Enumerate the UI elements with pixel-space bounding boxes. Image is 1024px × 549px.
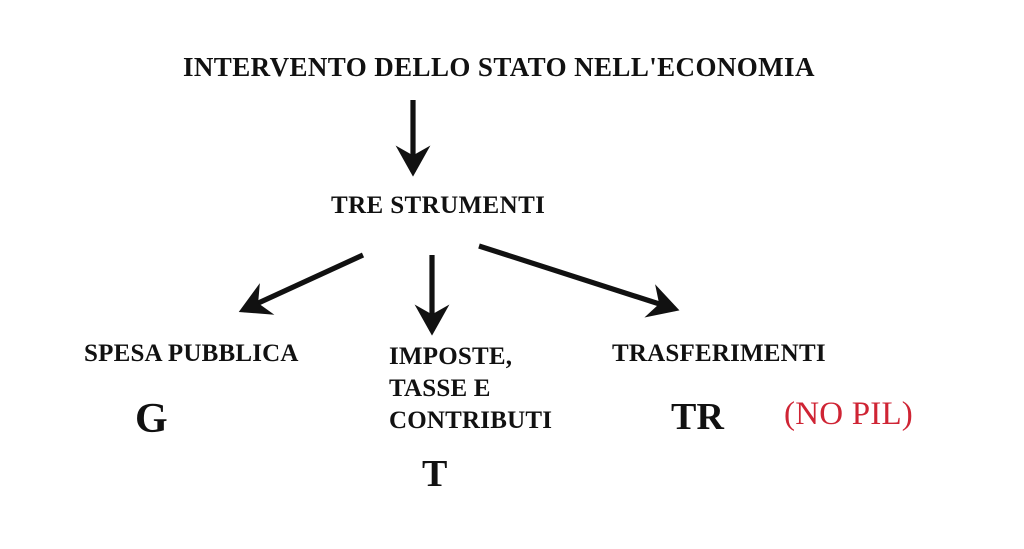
branch-label-imposte-tasse-contributi: IMPOSTE, TASSE E CONTRIBUTI xyxy=(389,343,553,434)
branch-symbol-trasferimenti: TR xyxy=(671,396,725,438)
branch-symbol-imposte-tasse-contributi: T xyxy=(422,453,448,495)
diagram-subtitle: TRE STRUMENTI xyxy=(331,192,546,219)
note-no-pil: (NO PIL) xyxy=(784,396,913,432)
branch-symbol-spesa-pubblica: G xyxy=(135,396,168,442)
arrow-subtitle-to-trasferimenti xyxy=(478,243,680,318)
arrow-subtitle-to-spesa-pubblica xyxy=(238,252,365,315)
diagram-title: INTERVENTO DELLO STATO NELL'ECONOMIA xyxy=(183,52,815,82)
branch-label-trasferimenti: TRASFERIMENTI xyxy=(612,340,826,367)
branch-label-spesa-pubblica: SPESA PUBBLICA xyxy=(84,340,299,367)
